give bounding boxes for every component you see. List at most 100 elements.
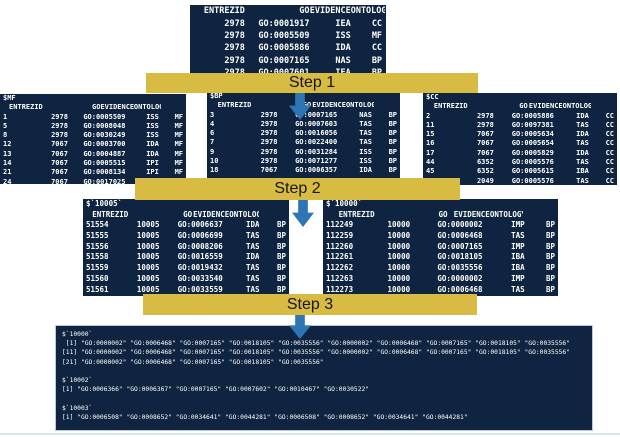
cell: 51555: [86, 231, 109, 241]
cell: 17: [426, 148, 435, 157]
cell: BP: [388, 129, 397, 138]
cell: IBA: [511, 263, 525, 273]
cell: GO: [91, 103, 101, 112]
cell: IDA: [359, 166, 372, 175]
step-3-banner: Step 3: [143, 294, 477, 315]
cell: IDA: [576, 111, 589, 120]
cell: 21: [3, 168, 12, 177]
cell: 13: [3, 149, 12, 158]
cell: BP: [545, 263, 555, 273]
cell: 51561: [86, 284, 109, 294]
cell: IMP: [511, 273, 525, 283]
cell: CC: [605, 111, 614, 120]
cell: NAS: [335, 55, 351, 66]
cell: BP: [545, 231, 555, 241]
cell: ONTOLOGY: [133, 103, 161, 112]
cell: 10000: [387, 220, 411, 230]
cell: GO:0019432: [177, 263, 223, 273]
cell: 2978: [260, 119, 278, 128]
cell: GO:0022400: [295, 138, 338, 147]
console-output-box: $`10000` [1] "GO:0000002" "GO:0006468" "…: [55, 325, 593, 431]
cell: IDA: [146, 140, 159, 149]
cell: BP: [388, 147, 397, 156]
step-1-banner: Step 1: [146, 73, 478, 93]
cell: 112249: [326, 220, 354, 230]
cell: TAS: [359, 119, 372, 128]
cell: IDA: [146, 149, 159, 158]
cell: 15: [426, 130, 435, 139]
cell: GO:0018105: [437, 252, 483, 262]
cell: 51559: [86, 263, 109, 273]
cell: GO:0000002: [437, 220, 483, 230]
cell: ONTOLOGY: [489, 209, 524, 219]
cell: CC: [371, 43, 383, 54]
cell: CC: [605, 167, 614, 176]
cell: BP: [388, 110, 397, 119]
cell: BP: [545, 252, 555, 262]
cell: IPI: [146, 168, 159, 177]
cell: 10000: [387, 284, 411, 294]
cell: GO:0033540: [177, 273, 223, 283]
cell: EVIDENCE: [528, 102, 563, 111]
cell: 10000: [387, 231, 411, 241]
cell: BP: [276, 263, 286, 273]
cell: 14: [3, 159, 12, 168]
cell: MF: [371, 30, 383, 41]
cell: GO:0008048: [83, 121, 126, 130]
cell: EVIDENCE: [312, 101, 346, 110]
cell: ONTOLOGY: [562, 102, 591, 111]
cell: 10000: [387, 241, 411, 251]
cell: GO:0005509: [258, 30, 310, 41]
cell: GO:0006637: [177, 220, 223, 230]
cell: 112260: [326, 241, 354, 251]
cell: 2: [426, 111, 431, 120]
cell: 2978: [260, 129, 278, 138]
cell: CC: [605, 148, 614, 157]
cell: 5: [3, 121, 8, 130]
cell: CC: [605, 120, 614, 129]
cell: 7067: [51, 177, 68, 184]
down-arrow-icon: [292, 197, 314, 227]
cell: 10000: [387, 252, 411, 262]
table-label: $`10000`: [326, 199, 363, 208]
cell: BP: [388, 157, 397, 166]
cell: 10005: [136, 241, 160, 251]
cell: GO:0005654: [511, 139, 554, 148]
cell: 7067: [260, 166, 278, 175]
cell: 45: [426, 167, 435, 176]
cell: GO:0016056: [295, 129, 338, 138]
cell: 2978: [224, 55, 245, 66]
cell: GO:0008134: [83, 168, 126, 177]
cell: MF: [174, 168, 183, 177]
cell: BP: [545, 220, 555, 230]
cell: TAS: [511, 231, 525, 241]
cell: IBA: [511, 252, 525, 262]
cell: GO:0005886: [511, 111, 554, 120]
cell: TAS: [359, 129, 372, 138]
cell: 10005: [136, 273, 160, 283]
cell: 2978: [224, 43, 245, 54]
cell: GO:0017025: [83, 177, 126, 184]
cell: EVIDENCE: [309, 6, 351, 17]
cell: MF: [174, 112, 183, 121]
cell: BP: [545, 273, 555, 283]
cell: 2978: [260, 147, 278, 156]
cell: 10000: [387, 263, 411, 273]
